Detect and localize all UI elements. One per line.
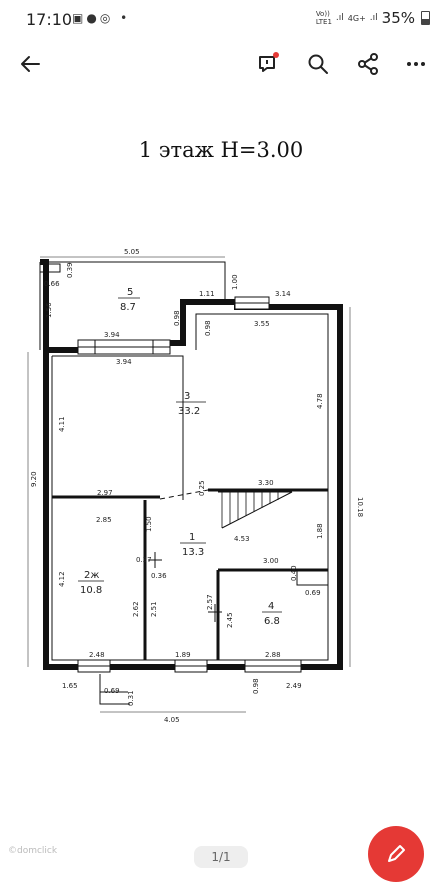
- pencil-icon: [388, 845, 405, 862]
- comment-icon: [259, 52, 279, 72]
- room-3-number: 3: [184, 391, 190, 402]
- room-1-area: 13.3: [182, 547, 204, 558]
- signal-icon: .ıl: [335, 13, 344, 23]
- dim-2-45: 2.45: [226, 612, 234, 628]
- document-viewer[interactable]: 1 этаж H=3.00: [0, 92, 442, 864]
- dim-1-50: 1.50: [145, 516, 153, 532]
- dim-10-18: 10.18: [356, 497, 364, 517]
- dim-1-00: 1.00: [231, 274, 239, 290]
- dim-2-88: 2.88: [265, 651, 281, 659]
- dim-0-37: 0.37: [136, 556, 152, 564]
- search-button[interactable]: [302, 48, 334, 80]
- dim-3-55: 3.55: [254, 320, 270, 328]
- status-time: 17:10: [26, 10, 73, 29]
- dim-1-11: 1.11: [199, 290, 215, 298]
- dim-0-66: 0.66: [44, 280, 60, 288]
- toolbar: [0, 40, 442, 88]
- status-right: Vo)) LTE1 .ıl 4G+ .ıl 35%: [316, 9, 430, 27]
- dim-0-36: 0.36: [151, 572, 167, 580]
- dim-0-98-a: 0.98: [173, 310, 181, 326]
- room-5-area: 8.7: [120, 302, 136, 313]
- signal-icon-2: .ıl: [369, 13, 378, 23]
- dim-0-25: 0.25: [198, 480, 206, 496]
- floor-plan: 5 8.7 3 33.2 1 13.3 2ж 10.8 4 6.8 5.05 0…: [27, 248, 364, 724]
- dim-1-56: 1.56: [45, 302, 53, 318]
- chat-icon: ●: [86, 11, 100, 25]
- dim-1-89: 1.89: [175, 651, 191, 659]
- dim-2-97: 2.97: [97, 489, 113, 497]
- back-button[interactable]: [14, 48, 46, 80]
- edit-fab-button[interactable]: [368, 826, 424, 882]
- dim-3-00: 3.00: [263, 557, 279, 565]
- dim-2-57: 2.57: [206, 594, 214, 610]
- dim-3-94-b: 3.94: [116, 358, 132, 366]
- room-3-area: 33.2: [178, 406, 200, 417]
- dim-3-14: 3.14: [275, 290, 291, 298]
- whatsapp-icon: ◎: [99, 11, 114, 25]
- room-2-number: 2ж: [84, 570, 99, 581]
- dim-0-40: 0.40: [290, 565, 298, 581]
- arrow-left-icon: [21, 56, 40, 72]
- image-icon: ▣: [72, 11, 87, 25]
- dim-2-85: 2.85: [96, 516, 112, 524]
- status-bar: 17:10 ▣●◎ • Vo)) LTE1 .ıl 4G+ .ıl 35%: [0, 0, 442, 38]
- dim-5-05: 5.05: [124, 248, 140, 256]
- document-title: 1 этаж H=3.00: [138, 138, 304, 162]
- dim-4-53: 4.53: [234, 535, 250, 543]
- room-4-number: 4: [268, 601, 274, 612]
- dim-3-94-a: 3.94: [104, 331, 120, 339]
- share-icon: [358, 53, 378, 75]
- dim-0-31: 0.31: [127, 690, 135, 706]
- dim-1-65: 1.65: [62, 682, 78, 690]
- dim-2-62: 2.62: [132, 601, 140, 617]
- notification-icons: ▣●◎ •: [72, 11, 131, 25]
- room-1-number: 1: [189, 532, 195, 543]
- more-icon: [407, 62, 425, 66]
- more-button[interactable]: [400, 48, 432, 80]
- dim-4-78: 4.78: [316, 393, 324, 409]
- dim-0-98-c: 0.98: [252, 678, 260, 694]
- page-indicator: 1/1: [194, 846, 248, 868]
- dim-0-69-b: 0.69: [104, 687, 120, 695]
- dim-2-48: 2.48: [89, 651, 105, 659]
- room-4-area: 6.8: [264, 616, 280, 627]
- dim-1-88: 1.88: [316, 523, 324, 539]
- dim-3-30: 3.30: [258, 479, 274, 487]
- search-icon: [308, 54, 328, 74]
- dim-2-49: 2.49: [286, 682, 302, 690]
- dim-0-98-b: 0.98: [204, 320, 212, 336]
- comment-button[interactable]: [252, 48, 284, 80]
- network-4g-label: 4G+: [347, 13, 366, 23]
- room-2-area: 10.8: [80, 585, 102, 596]
- battery-percent: 35%: [381, 9, 415, 27]
- dim-4-05: 4.05: [164, 716, 180, 724]
- dim-0-39: 0.39: [66, 262, 74, 278]
- dim-4-12: 4.12: [58, 571, 66, 587]
- dim-2-51: 2.51: [150, 601, 158, 617]
- room-5-number: 5: [127, 287, 133, 298]
- dim-4-11: 4.11: [58, 416, 66, 432]
- watermark: ©domclick: [8, 846, 58, 856]
- share-button[interactable]: [352, 48, 384, 80]
- network-type: Vo)) LTE1: [315, 10, 332, 26]
- dim-0-69-a: 0.69: [305, 589, 321, 597]
- dim-9-20: 9.20: [30, 471, 38, 487]
- battery-icon: [421, 11, 430, 25]
